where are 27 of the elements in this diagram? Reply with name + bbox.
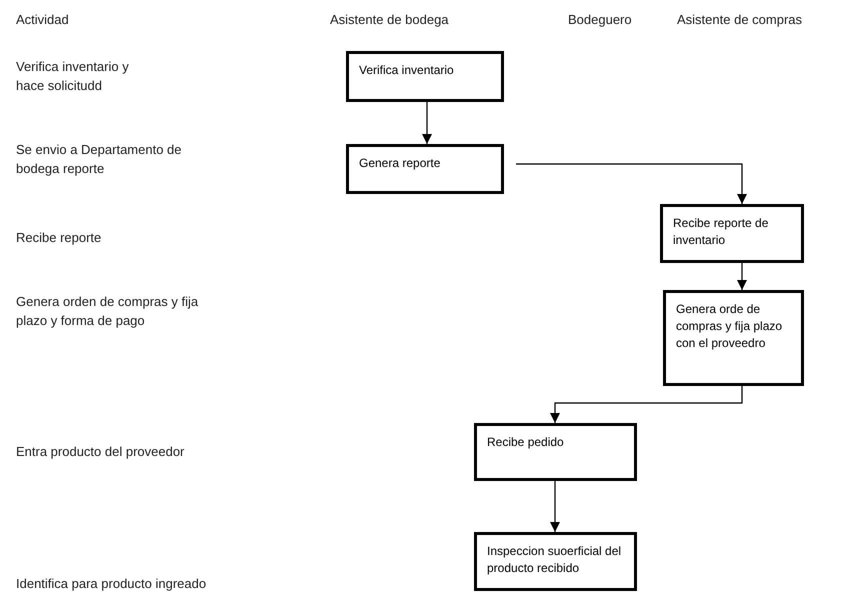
column-header: Asistente de compras: [677, 11, 804, 29]
process-box: [474, 423, 637, 481]
activity-text: Verifica inventario y hace solicitudd: [16, 58, 130, 95]
arrow: [516, 163, 747, 204]
activity-text: Genera orden de compras y fija plazo y forma de pago: [16, 293, 200, 330]
column-header: Asistente de bodega: [330, 11, 450, 29]
arrow: [550, 386, 743, 423]
process-box: [660, 204, 804, 263]
process-box: [346, 144, 504, 194]
activity-text: Identifica para producto ingreado: [16, 575, 208, 593]
column-header: Actividad: [16, 11, 70, 29]
activity-text: Entra producto del proveedor: [16, 443, 186, 461]
column-header: Bodeguero: [568, 11, 633, 29]
box-text: Recibe reporte de inventario: [673, 215, 770, 249]
box-text: Verifica inventario: [359, 62, 455, 79]
arrow: [737, 263, 747, 290]
box-text: Genera orde de compras y fija plazo con el proveedro: [676, 301, 784, 352]
process-box: [663, 290, 804, 386]
activity-text: Recibe reporte: [16, 229, 102, 247]
activity-text: Se envio a Departamento de bodega reporte: [16, 141, 182, 178]
arrow: [422, 102, 432, 144]
box-text: Recibe pedido: [487, 434, 565, 451]
process-box: [346, 51, 504, 102]
box-text: Genera reporte: [359, 155, 442, 172]
process-box: [474, 532, 637, 591]
box-text: Inspeccion suoerficial del producto recibido: [487, 543, 622, 577]
arrow: [550, 481, 560, 532]
